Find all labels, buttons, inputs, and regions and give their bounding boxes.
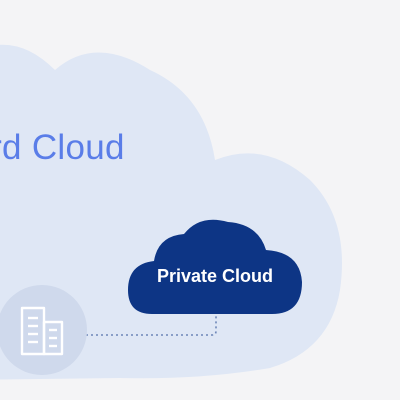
private-cloud-shape [128,219,302,314]
connector-line [86,314,217,336]
building-icon [20,306,64,356]
outer-cloud-label: ird Cloud [0,128,125,167]
private-cloud-label: Private Cloud [156,266,274,286]
building-badge [0,285,87,375]
